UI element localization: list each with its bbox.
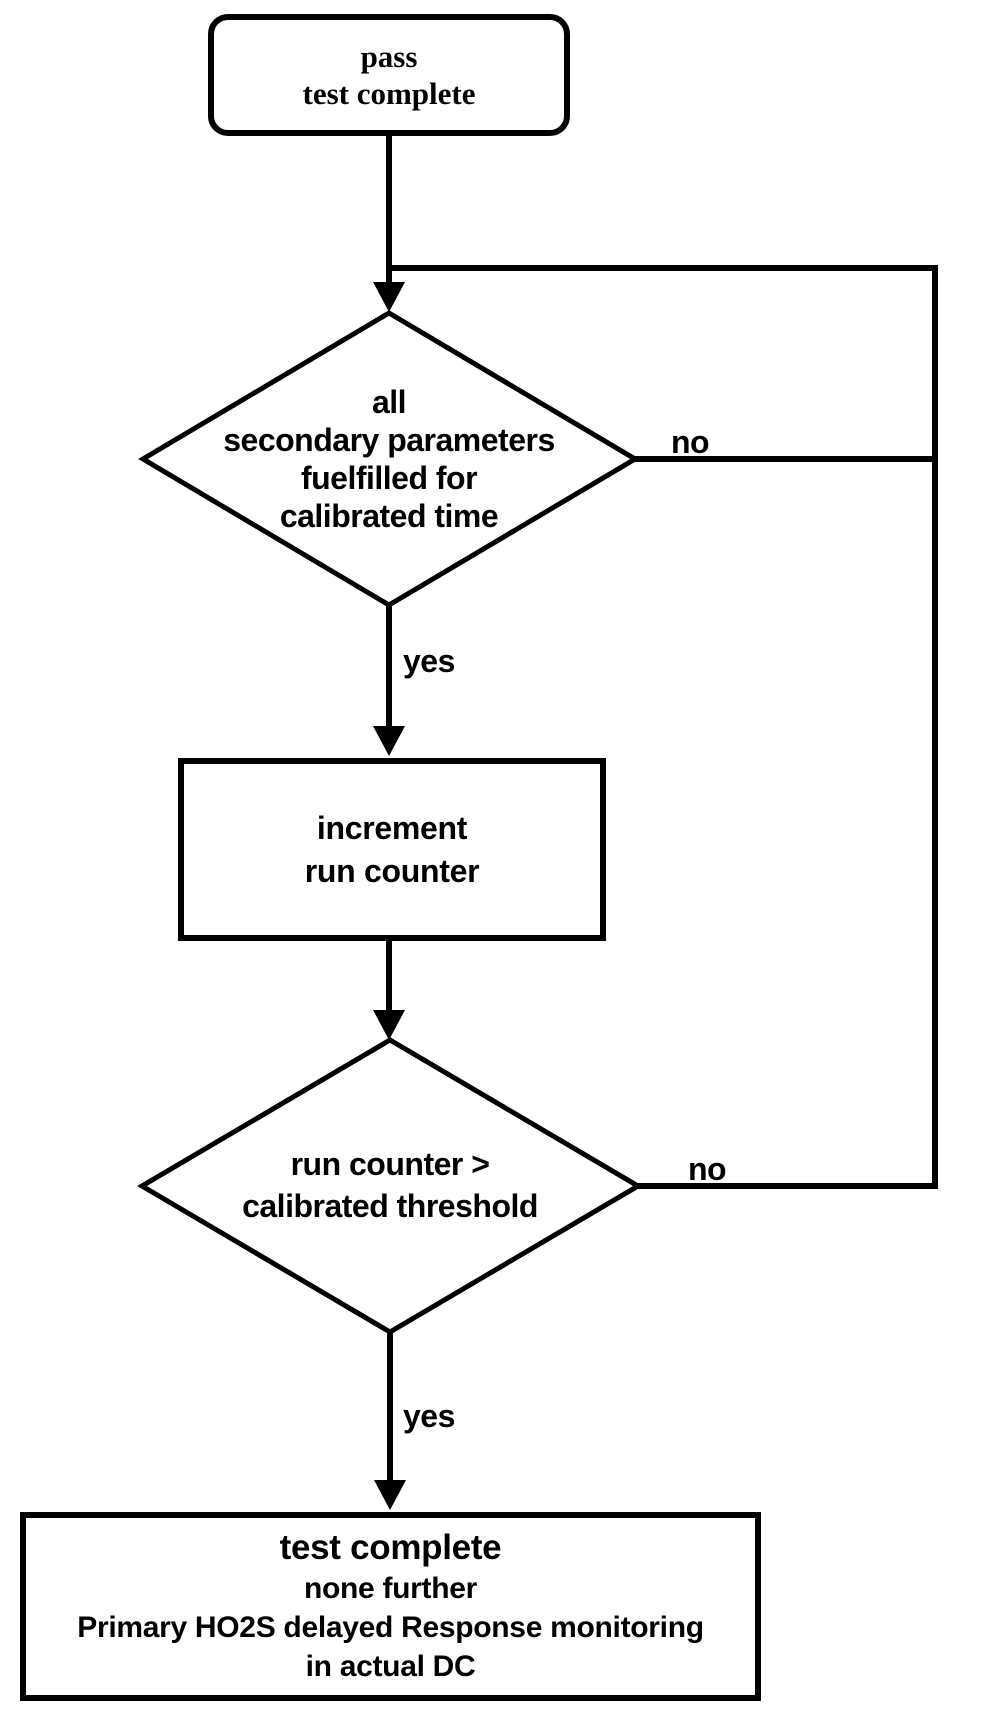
decision-run-counter-shape	[137, 1037, 643, 1335]
arrowhead-decision2	[373, 1010, 405, 1040]
label-no-decision1: no	[671, 424, 710, 460]
label-no-decision2: no	[688, 1151, 727, 1187]
decision-line: fuelfilled for	[300, 460, 478, 496]
process-line: increment	[316, 809, 468, 846]
end-node-line: test complete	[279, 1528, 502, 1567]
end-node-line: in actual DC	[305, 1650, 476, 1683]
process-increment-run-counter: increment run counter	[178, 758, 606, 941]
label-yes-decision2: yes	[403, 1398, 455, 1434]
arrowhead-process	[373, 726, 405, 756]
decision-line: calibrated time	[279, 498, 499, 534]
decision-line: all	[371, 384, 407, 420]
arrowhead-end	[374, 1480, 406, 1510]
decision-line: run counter >	[290, 1146, 490, 1182]
end-node: test complete none further Primary HO2S …	[20, 1512, 761, 1701]
decision-run-counter-text: run counter > calibrated threshold	[140, 1143, 640, 1227]
start-node-line: pass	[360, 39, 418, 74]
decision-secondary-parameters-shape	[138, 310, 640, 608]
start-node: pass test complete	[208, 14, 570, 136]
end-node-line: none further	[303, 1572, 478, 1605]
end-node-line: Primary HO2S delayed Response monitoring	[77, 1611, 704, 1644]
arrowhead-decision1	[373, 282, 405, 312]
start-node-line: test complete	[302, 76, 476, 111]
decision-line: calibrated threshold	[242, 1188, 538, 1224]
decision-secondary-parameters-text: all secondary parameters fuelfilled for …	[139, 383, 639, 535]
label-yes-decision1: yes	[403, 643, 455, 679]
decision-line: secondary parameters	[223, 422, 555, 458]
process-line: run counter	[304, 852, 480, 889]
